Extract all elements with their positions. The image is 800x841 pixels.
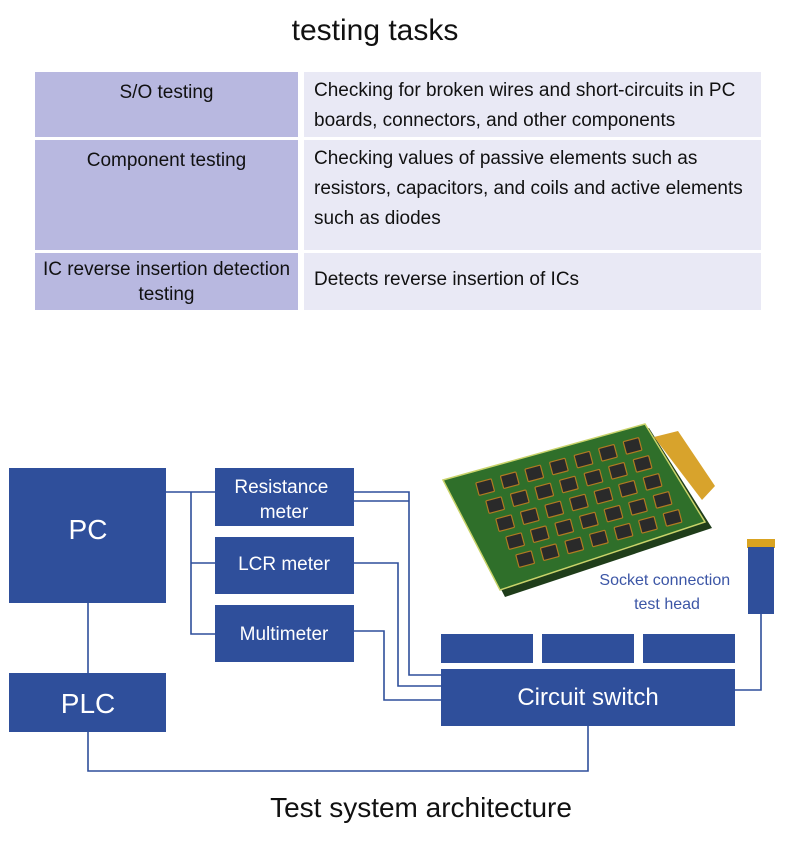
test-head-tip [747,539,775,548]
task-name-cell: S/O testing [35,72,298,137]
multimeter-block [215,605,354,662]
ic-chip [598,444,618,462]
ic-chip [475,478,495,496]
ic-chip [529,525,550,543]
ic-chip [569,493,589,512]
multimeter-label: Multimeter [240,624,329,645]
switch-module-2 [542,634,634,663]
ic-chip [505,532,525,550]
pc-block [9,468,166,603]
lcr-meter-block [215,537,354,594]
task-description-cell: Checking for broken wires and short-circ… [304,72,761,137]
ic-chip [495,514,515,532]
ic-chip [515,550,535,568]
socket-head-label-line1: Socket connection [599,572,730,589]
ic-chip [622,437,643,455]
circuit-switch-label: Circuit switch [517,684,658,711]
ic-chip-grid [475,437,683,568]
ic-chip [519,507,540,525]
circuit-switch-block [441,669,735,726]
ic-chip [608,462,628,480]
ic-chip [573,450,594,469]
ic-chip [539,543,560,561]
page-title: testing tasks [291,14,459,47]
task-name-cell: Component testing [35,140,298,250]
plc-to-switch-line [87,726,589,772]
ic-chip [499,471,520,489]
resistance-meter-label-line2: meter [260,502,309,523]
pcb-board-image [441,423,715,597]
ic-chip [642,473,663,491]
socket-head-label: Socket connection test head [599,572,734,613]
ic-chip [613,522,634,541]
ic-chip [544,500,565,519]
plc-label: PLC [61,688,115,719]
lcr-meter-label: LCR meter [238,554,331,575]
ic-chip [559,475,579,494]
socket-head-label-line2: test head [634,596,700,613]
multimeter-to-switch-line [354,630,441,701]
ic-chip [524,464,545,483]
socket-test-head-icon [747,539,775,614]
ic-chip [593,486,614,505]
plc-block [9,673,166,732]
ic-chip [534,482,555,501]
ic-chip [583,468,604,487]
ic-chip [579,511,599,530]
ic-chip [662,509,683,527]
task-description-cell: Checking values of passive elements such… [304,140,761,250]
switch-module-3 [643,634,735,663]
ic-chip [554,518,575,537]
ic-chip [509,489,530,507]
task-description-cell: Detects reverse insertion of ICs [304,253,761,310]
ic-chip [632,455,653,473]
resistance-to-switch-line [354,491,441,676]
ic-chip [638,516,658,534]
ic-chip [628,498,648,516]
meter-bus-line [190,492,215,635]
table-row: S/O testing Checking for broken wires an… [35,72,761,137]
ic-chip [549,457,569,476]
ic-chip [603,504,624,523]
pcb-edge-connector [654,431,715,500]
testing-tasks-table: S/O testing Checking for broken wires an… [35,72,761,313]
test-head-body [748,547,774,614]
pc-label: PC [69,514,108,545]
task-name-cell: IC reverse insertion detection testing [35,253,298,310]
resistance-meter-label: Resistance meter [234,477,333,523]
ic-chip [618,480,638,498]
diagram-caption: Test system architecture [270,792,572,823]
switch-to-head-line [735,612,762,691]
table-row: Component testing Checking values of pas… [35,140,761,250]
resistance-meter-block [215,468,354,526]
ic-chip [652,491,673,509]
ic-chip [485,496,505,514]
resistance-meter-label-line1: Resistance [234,477,328,498]
ic-chip [564,536,585,555]
connection-lines [87,491,762,772]
lcr-to-switch-line [354,562,441,687]
switch-module-1 [441,634,533,663]
ic-chip [589,529,609,548]
table-row: IC reverse insertion detection testing D… [35,253,761,310]
